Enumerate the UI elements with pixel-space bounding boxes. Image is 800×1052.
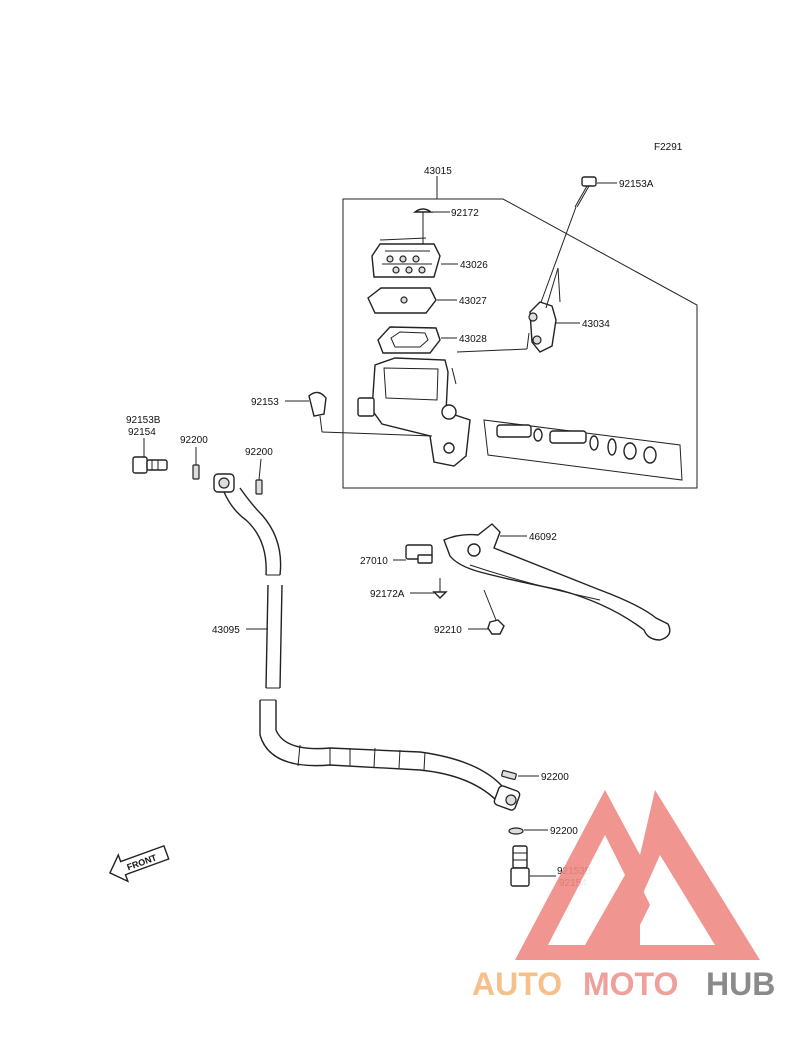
part-43095-hose <box>213 473 521 811</box>
part-92210-nut <box>487 619 505 635</box>
label-92200-a: 92200 <box>180 435 208 446</box>
figure-code: F2291 <box>654 142 683 153</box>
part-43034-clamp <box>528 267 561 353</box>
part-27010-switch <box>405 544 433 564</box>
part-43027-plate <box>367 287 437 314</box>
label-92153B-top: 92153B <box>126 415 161 426</box>
part-92153A-bolt <box>539 176 597 306</box>
label-27010: 27010 <box>360 556 388 567</box>
label-92172: 92172 <box>451 208 479 219</box>
part-92153B-bolt-top <box>132 456 168 474</box>
watermark-auto: AUTO <box>472 966 562 1002</box>
label-43027: 43027 <box>459 296 487 307</box>
part-master-cylinder-body <box>357 357 471 467</box>
part-92200-washer-d <box>508 827 524 835</box>
label-43034: 43034 <box>582 319 610 330</box>
label-43095: 43095 <box>212 625 240 636</box>
leader-92200-b <box>258 458 262 481</box>
leader-43034-b <box>456 348 528 353</box>
leader-43034-c <box>526 332 530 350</box>
label-92200-d: 92200 <box>550 826 578 837</box>
label-92210: 92210 <box>434 625 462 636</box>
label-92153: 92153 <box>251 397 279 408</box>
part-92200-washer-c <box>501 769 517 781</box>
label-92153A: 92153A <box>619 179 654 190</box>
label-92172A: 92172A <box>370 589 405 600</box>
label-43026: 43026 <box>460 260 488 271</box>
label-92200-b: 92200 <box>245 447 273 458</box>
label-43028: 43028 <box>459 334 487 345</box>
watermark-moto: MOTO <box>583 966 678 1002</box>
watermark-hub: HUB <box>706 966 775 1002</box>
part-43028-diaphragm <box>377 326 441 354</box>
part-43026-cap <box>371 237 441 278</box>
part-92153B-bolt-bottom <box>510 845 530 887</box>
leader-92210-b <box>483 589 497 621</box>
part-piston-kit <box>483 419 683 481</box>
watermark-logo-icon <box>515 790 760 960</box>
part-46092-lever <box>443 523 671 641</box>
label-43015: 43015 <box>424 166 452 177</box>
part-92200-washer-a <box>192 464 200 480</box>
assembly-outline <box>342 198 698 489</box>
part-92200-washer-b <box>255 479 263 495</box>
label-46092: 46092 <box>529 532 557 543</box>
part-92172A-screw <box>432 578 448 599</box>
part-92153-bleeder <box>308 391 433 437</box>
label-92154-top: 92154 <box>128 427 156 438</box>
label-92200-c: 92200 <box>541 772 569 783</box>
front-arrow-icon: FRONT <box>108 844 170 883</box>
